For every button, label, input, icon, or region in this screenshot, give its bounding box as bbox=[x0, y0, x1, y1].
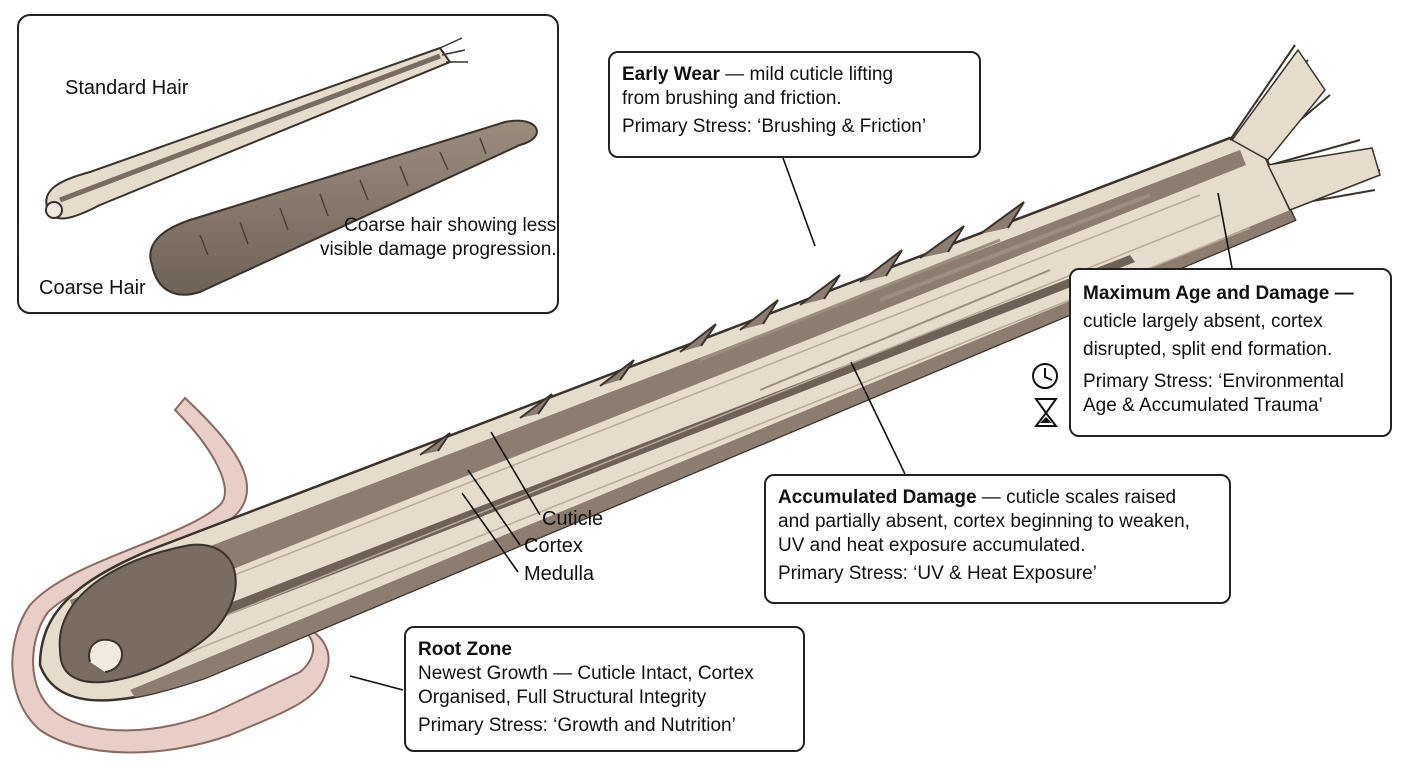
early-wear-desc-line1: — mild cuticle lifting bbox=[719, 64, 894, 85]
root-zone-callout: Root Zone Newest Growth — Cuticle Intact… bbox=[404, 626, 805, 752]
root-zone-stress: Primary Stress: ‘Growth and Nutrition’ bbox=[418, 715, 736, 736]
max-age-callout: Maximum Age and Damage — cuticle largely… bbox=[1069, 268, 1392, 437]
accumulated-desc-line3: UV and heat exposure accumulated. bbox=[778, 535, 1086, 556]
early-wear-title: Early Wear bbox=[622, 64, 720, 85]
medulla-label: Medulla bbox=[524, 563, 595, 585]
coarse-note-line2: visible damage progression. bbox=[320, 239, 557, 260]
max-age-desc-line1: cuticle largely absent, cortex bbox=[1083, 311, 1323, 332]
accumulated-stress: Primary Stress: ‘UV & Heat Exposure’ bbox=[778, 563, 1097, 584]
early-wear-callout: Early Wear — mild cuticle lifting from b… bbox=[608, 51, 981, 158]
max-age-title: Maximum Age and Damage bbox=[1083, 283, 1330, 304]
inset-panel bbox=[17, 14, 559, 314]
standard-hair-label: Standard Hair bbox=[65, 77, 189, 99]
clock-icon bbox=[1032, 363, 1058, 389]
standard-hair-illustration bbox=[45, 37, 468, 220]
accumulated-desc-line2: and partially absent, cortex beginning t… bbox=[778, 511, 1190, 532]
coarse-hair-label: Coarse Hair bbox=[39, 277, 146, 299]
coarse-hair-illustration bbox=[149, 119, 538, 296]
early-wear-stress: Primary Stress: ‘Brushing & Friction’ bbox=[622, 116, 927, 137]
cuticle-label: Cuticle bbox=[542, 508, 604, 530]
root-zone-title: Root Zone bbox=[418, 639, 512, 660]
root-zone-desc-line2: Organised, Full Structural Integrity bbox=[418, 687, 707, 708]
max-age-title-suffix: — bbox=[1329, 283, 1354, 304]
max-age-stress-line1: Primary Stress: ‘Environmental bbox=[1083, 371, 1344, 392]
accumulated-damage-callout: Accumulated Damage — cuticle scales rais… bbox=[764, 474, 1231, 604]
accumulated-desc-line1: — cuticle scales raised bbox=[976, 487, 1177, 508]
max-age-desc-line2: disrupted, split end formation. bbox=[1083, 339, 1333, 360]
early-wear-desc-line2: from brushing and friction. bbox=[622, 88, 842, 109]
hourglass-icon bbox=[1033, 398, 1059, 427]
cortex-label: Cortex bbox=[524, 535, 583, 557]
coarse-note-line1: Coarse hair showing less bbox=[344, 215, 557, 236]
root-zone-desc-line1: Newest Growth — Cuticle Intact, Cortex bbox=[418, 663, 754, 684]
leader-lines bbox=[349, 157, 1233, 691]
max-age-stress-line2: Age & Accumulated Trauma’ bbox=[1083, 395, 1323, 416]
accumulated-title: Accumulated Damage bbox=[778, 487, 977, 508]
